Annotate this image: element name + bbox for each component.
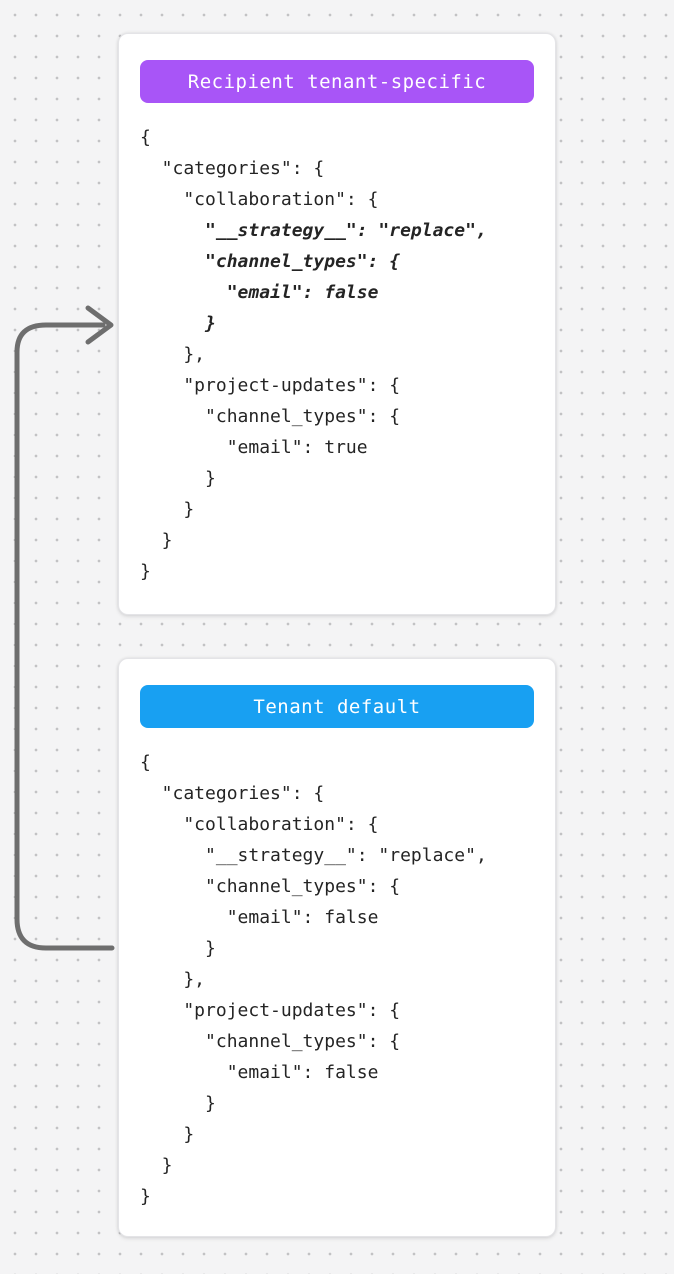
badge-recipient-tenant-specific: Recipient tenant-specific	[140, 60, 534, 103]
code-line: },	[140, 344, 206, 365]
code-line: }	[140, 499, 195, 520]
arrow-head	[85, 305, 114, 345]
code-line: "email": true	[140, 437, 368, 458]
code-block-tenant-default: { "categories": { "collaboration": { "__…	[140, 747, 534, 1212]
code-line: "email": false	[140, 907, 379, 928]
code-line: }	[140, 1093, 216, 1114]
code-line: "email": false	[140, 1062, 379, 1083]
code-line: "channel_types": {	[140, 876, 401, 897]
code-line: "categories": {	[140, 783, 325, 804]
card-recipient-tenant-specific: Recipient tenant-specific { "categories"…	[118, 33, 556, 615]
code-line: "channel_types": {	[140, 406, 401, 427]
code-line: },	[140, 969, 206, 990]
code-line: "categories": {	[140, 158, 325, 179]
code-line: "collaboration": {	[140, 814, 379, 835]
code-line: "channel_types": {	[140, 1031, 401, 1052]
code-line: "__strategy__": "replace",	[140, 220, 487, 241]
code-line: }	[140, 1186, 151, 1207]
code-line: {	[140, 752, 151, 773]
arrow-line	[14, 322, 115, 951]
code-line: }	[140, 1155, 173, 1176]
code-line: {	[140, 127, 151, 148]
code-line: }	[140, 938, 216, 959]
code-line: "collaboration": {	[140, 189, 379, 210]
code-line: "__strategy__": "replace",	[140, 845, 487, 866]
badge-tenant-default: Tenant default	[140, 685, 534, 728]
code-line: "project-updates": {	[140, 375, 401, 396]
code-line: }	[140, 561, 151, 582]
code-line: }	[140, 468, 216, 489]
code-line: "email": false	[140, 282, 379, 303]
code-line: "channel_types": {	[140, 251, 401, 272]
code-line: }	[140, 313, 216, 334]
code-line: }	[140, 1124, 195, 1145]
code-line: "project-updates": {	[140, 1000, 401, 1021]
card-tenant-default: Tenant default { "categories": { "collab…	[118, 658, 556, 1237]
code-block-recipient-tenant-specific: { "categories": { "collaboration": { "__…	[140, 122, 534, 587]
code-line: }	[140, 530, 173, 551]
